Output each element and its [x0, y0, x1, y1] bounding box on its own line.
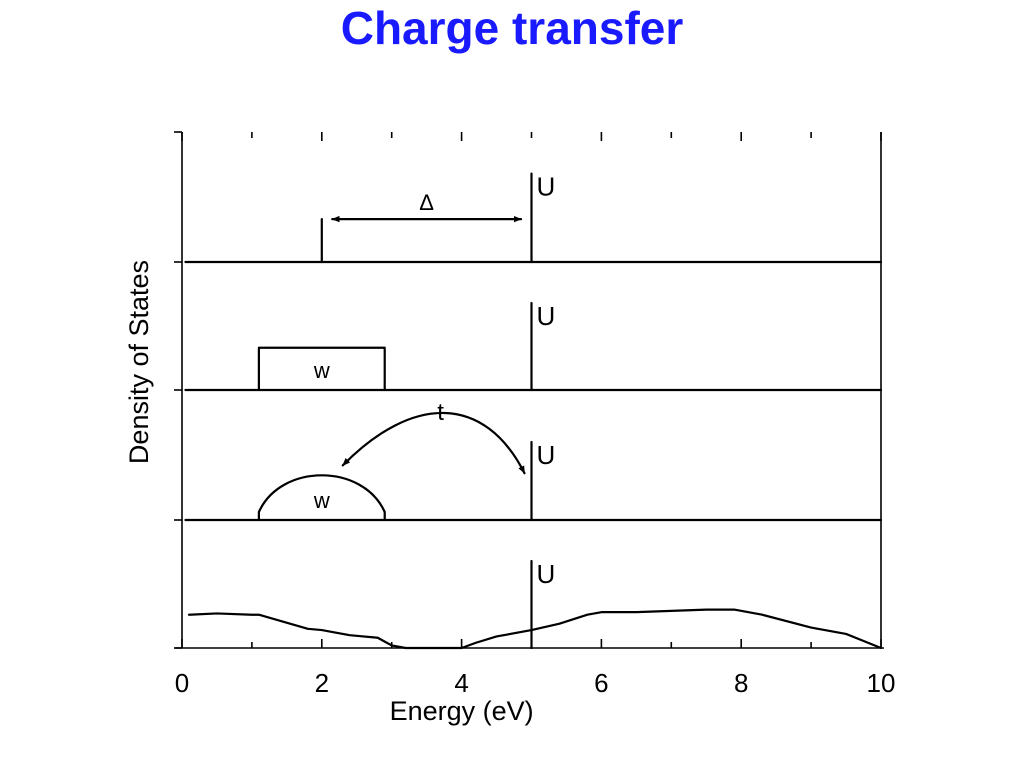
u-label: U [537, 301, 556, 331]
x-tick-label: 8 [734, 668, 748, 698]
band-dome [257, 474, 386, 522]
hopping-arrow [341, 411, 526, 475]
u-label: U [537, 559, 556, 589]
w-label: w [313, 488, 330, 513]
dos-curve [187, 608, 883, 650]
w-label: w [313, 358, 330, 383]
delta-label: Δ [419, 190, 434, 215]
x-tick-label: 6 [594, 668, 608, 698]
x-tick-label: 0 [175, 668, 189, 698]
u-label: U [537, 440, 556, 470]
t-label: t [437, 399, 444, 426]
u-label: U [537, 172, 556, 202]
x-tick-label: 2 [315, 668, 329, 698]
x-tick-label: 10 [867, 668, 896, 698]
slide-title: Charge transfer [340, 2, 684, 54]
x-tick-label: 4 [454, 668, 468, 698]
x-axis-label: Energy (eV) [390, 696, 534, 726]
y-axis-label: Density of States [124, 260, 154, 464]
band-rectangle [257, 346, 386, 392]
